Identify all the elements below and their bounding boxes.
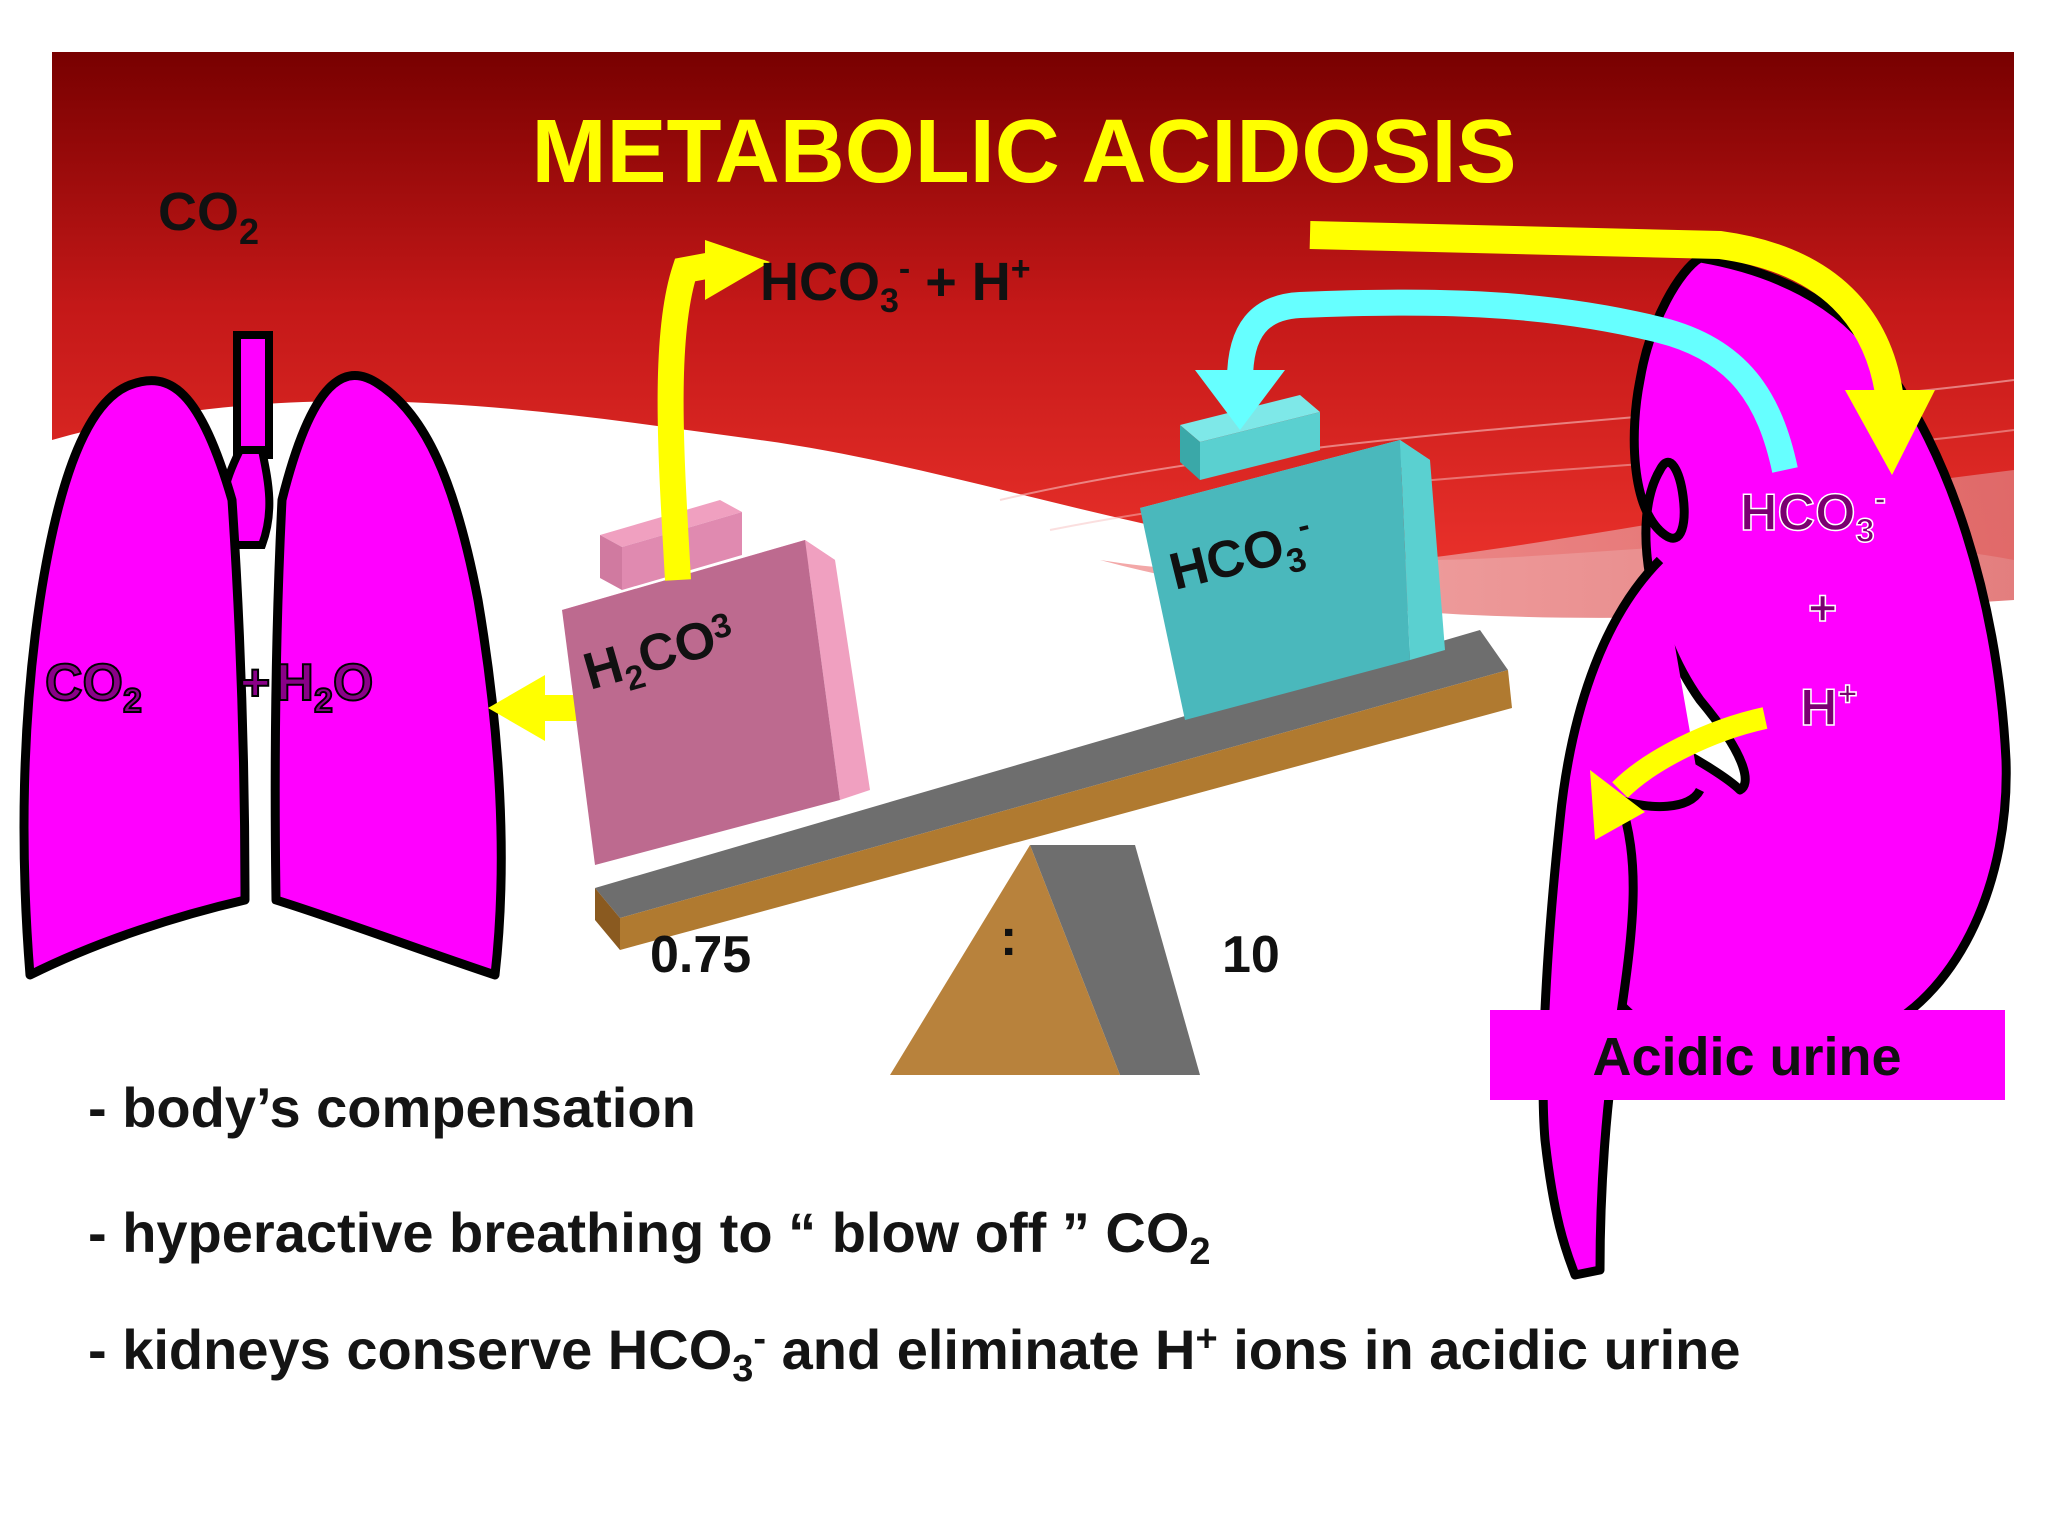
arrow-kidney-to-hco3 [1195,289,1798,473]
page-title: METABOLIC ACIDOSIS [532,102,1517,202]
lungs-top-co2: CO2 [158,182,259,252]
arrow-h2co3-up [657,240,770,581]
arrow-to-kidney [1309,221,1935,475]
bullet-breathing: - hyperactive breathing to “ blow off ” … [88,1201,1211,1273]
lungs-co2-label: CO2 [45,654,142,720]
seesaw-icon [595,630,1512,1075]
kidney-h-label: H+ [1800,675,1857,737]
ratio-right: 10 [1222,926,1280,984]
acidic-urine-label: Acidic urine [1592,1027,1901,1087]
acidic-urine-box [1490,1010,2005,1100]
ratio-separator: : [1000,909,1017,967]
lungs-icon [19,331,506,980]
weight-hco3 [1140,395,1445,720]
kidney-hco3-label: HCO3- [1740,480,1886,550]
reaction-products: HCO3- + H+ [760,250,1031,320]
kidney-plus-label: + [1808,580,1837,636]
ratio-left: 0.75 [650,926,751,984]
bullet-compensation: - body’s compensation [88,1076,696,1139]
arrow-h-down [1590,707,1768,840]
bullet-kidneys: - kidneys conserve HCO3- and eliminate H… [88,1318,1741,1390]
weight-h2co3 [562,500,870,865]
lungs-h2o-label: +H2O [240,654,373,720]
